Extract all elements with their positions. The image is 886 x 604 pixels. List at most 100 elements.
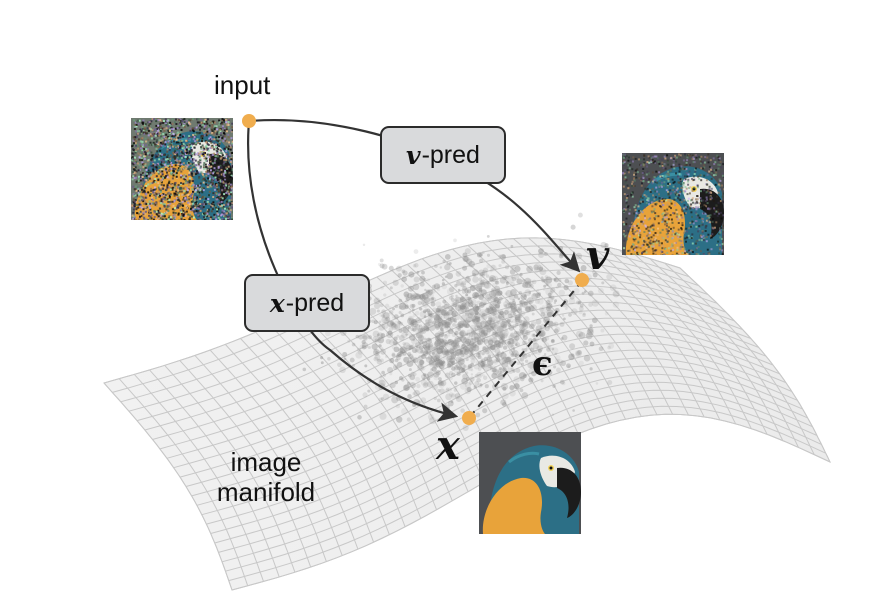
- scatter-dot: [461, 306, 465, 310]
- scatter-dot: [524, 277, 532, 285]
- scatter-dot: [475, 412, 481, 418]
- scatter-dot: [533, 350, 538, 355]
- scatter-dot: [481, 273, 484, 277]
- scatter-dot: [500, 336, 505, 341]
- scatter-dot: [440, 350, 444, 354]
- scatter-dot: [493, 359, 497, 364]
- scatter-dot: [587, 290, 594, 297]
- scatter-dot: [400, 313, 405, 318]
- scatter-dot: [484, 384, 489, 389]
- scatter-dot: [464, 248, 471, 255]
- scatter-dot: [391, 321, 396, 326]
- scatter-dot: [373, 297, 381, 305]
- scatter-dot: [578, 332, 586, 339]
- scatter-dot: [427, 289, 434, 296]
- scatter-dot: [549, 291, 554, 295]
- scatter-dot: [475, 282, 483, 290]
- scatter-dot: [531, 338, 538, 345]
- scatter-dot: [450, 352, 457, 358]
- scatter-dot: [400, 284, 404, 288]
- scatter-dot: [517, 297, 521, 301]
- scatter-dot: [554, 352, 558, 356]
- scatter-dot: [460, 297, 464, 302]
- scatter-dot: [562, 381, 566, 386]
- scatter-dot: [507, 313, 513, 319]
- scatter-dot: [479, 303, 483, 307]
- scatter-dot: [487, 307, 495, 315]
- scatter-dot: [481, 251, 485, 255]
- scatter-dot: [478, 331, 485, 337]
- scatter-dot: [514, 316, 521, 323]
- scatter-dot: [483, 356, 489, 362]
- scatter-dot: [472, 276, 479, 283]
- scatter-dot: [462, 305, 467, 309]
- scatter-dot: [423, 347, 427, 351]
- scatter-dot: [404, 294, 410, 299]
- scatter-dot: [539, 268, 547, 276]
- scatter-dot: [498, 326, 504, 332]
- scatter-dot: [510, 353, 515, 357]
- scatter-dot: [481, 338, 486, 343]
- scatter-dot: [500, 352, 507, 359]
- manifold-label-line2: manifold: [216, 477, 316, 507]
- scatter-dot: [447, 317, 452, 321]
- scatter-dot: [498, 367, 505, 375]
- scatter-dot: [419, 327, 426, 333]
- scatter-dot: [367, 335, 372, 340]
- scatter-dot: [513, 273, 520, 280]
- scatter-dot: [392, 307, 395, 311]
- scatter-dot: [469, 353, 476, 360]
- scatter-dot: [412, 359, 416, 363]
- scatter-dot: [550, 287, 556, 293]
- scatter-dot: [495, 370, 501, 376]
- scatter-dot: [496, 368, 502, 375]
- scatter-dot: [395, 365, 398, 369]
- scatter-dot: [483, 324, 490, 331]
- scatter-dot: [462, 265, 468, 271]
- scatter-dot: [454, 332, 457, 336]
- scatter-dot: [419, 294, 427, 302]
- scatter-dot: [443, 349, 447, 353]
- scatter-dot: [464, 294, 469, 299]
- scatter-dot: [557, 282, 562, 288]
- scatter-dot: [422, 340, 428, 346]
- scatter-dot: [463, 337, 467, 340]
- scatter-dot: [515, 309, 518, 312]
- scatter-dot: [505, 356, 512, 363]
- scatter-dot: [440, 309, 447, 316]
- scatter-dot: [509, 300, 515, 306]
- scatter-dot: [500, 311, 505, 316]
- scatter-dot: [401, 331, 408, 339]
- scatter-dot: [474, 312, 481, 320]
- scatter-dot: [412, 372, 417, 377]
- scatter-dot: [537, 245, 540, 248]
- scatter-dot: [471, 331, 475, 335]
- scatter-dot: [515, 330, 521, 337]
- scatter-dot: [500, 331, 506, 336]
- scatter-dot: [540, 311, 546, 317]
- scatter-dot: [466, 329, 473, 336]
- scatter-dot: [427, 344, 434, 351]
- scatter-dot: [420, 365, 426, 371]
- scatter-dot: [503, 309, 509, 315]
- scatter-dot: [484, 328, 491, 335]
- scatter-dot: [466, 289, 472, 294]
- scatter-dot: [379, 412, 387, 420]
- scatter-dot: [521, 392, 529, 399]
- scatter-dot: [517, 306, 522, 311]
- scatter-dot: [378, 320, 382, 324]
- scatter-dot: [380, 347, 384, 351]
- scatter-dot: [449, 347, 456, 354]
- scatter-dot: [469, 349, 473, 354]
- scatter-dot: [443, 312, 449, 317]
- scatter-dot: [491, 326, 498, 334]
- scatter-dot: [526, 279, 534, 287]
- scatter-dot: [493, 304, 500, 312]
- scatter-dot: [439, 338, 444, 344]
- scatter-dot: [450, 297, 456, 303]
- scatter-dot: [352, 364, 355, 367]
- scatter-dot: [476, 377, 481, 383]
- scatter-dot: [410, 327, 415, 332]
- scatter-dot: [443, 303, 450, 310]
- scatter-dot: [475, 321, 483, 329]
